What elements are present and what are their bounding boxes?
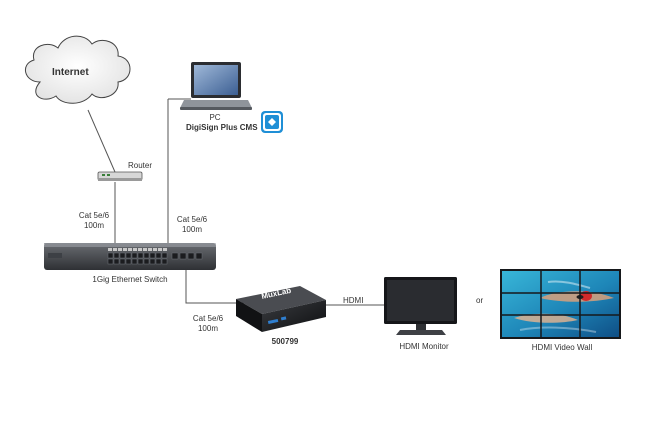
ethernet-switch-icon <box>44 243 216 270</box>
muxlab-player-icon <box>236 286 326 332</box>
cable-label-bottom: Cat 5e/6 100m <box>186 314 230 334</box>
router-label: Router <box>128 161 153 170</box>
videowall-label: HDMI Video Wall <box>531 343 593 352</box>
pc-label: PC <box>209 113 221 122</box>
cable-label-middle: Cat 5e/6 100m <box>170 215 214 235</box>
cable-label-left-length: 100m <box>83 221 104 230</box>
cable-label-bottom-type: Cat 5e/6 <box>192 314 224 323</box>
cms-label: DigiSign Plus CMS <box>186 123 258 132</box>
internet-router-cable <box>87 109 116 173</box>
switch-label: 1Gig Ethernet Switch <box>92 275 168 284</box>
switch-player-cable <box>185 270 248 304</box>
monitor-label: HDMI Monitor <box>399 342 449 351</box>
hdmi-monitor-icon <box>384 277 457 335</box>
internet-cloud-icon <box>25 35 131 104</box>
cable-label-middle-type: Cat 5e/6 <box>176 215 208 224</box>
router-icon <box>97 171 143 181</box>
cable-label-middle-length: 100m <box>181 225 202 234</box>
connection-lines <box>87 98 384 306</box>
cable-label-left: Cat 5e/6 100m <box>72 211 116 231</box>
hdmi-link-label: HDMI <box>343 296 364 305</box>
video-wall-icon <box>500 269 621 339</box>
cable-label-left-type: Cat 5e/6 <box>78 211 110 220</box>
laptop-icon <box>180 62 252 110</box>
digisign-app-icon <box>261 111 283 133</box>
player-model-label: 500799 <box>271 337 299 346</box>
or-label: or <box>476 296 484 305</box>
cable-label-bottom-length: 100m <box>197 324 218 333</box>
internet-label: Internet <box>52 67 89 78</box>
